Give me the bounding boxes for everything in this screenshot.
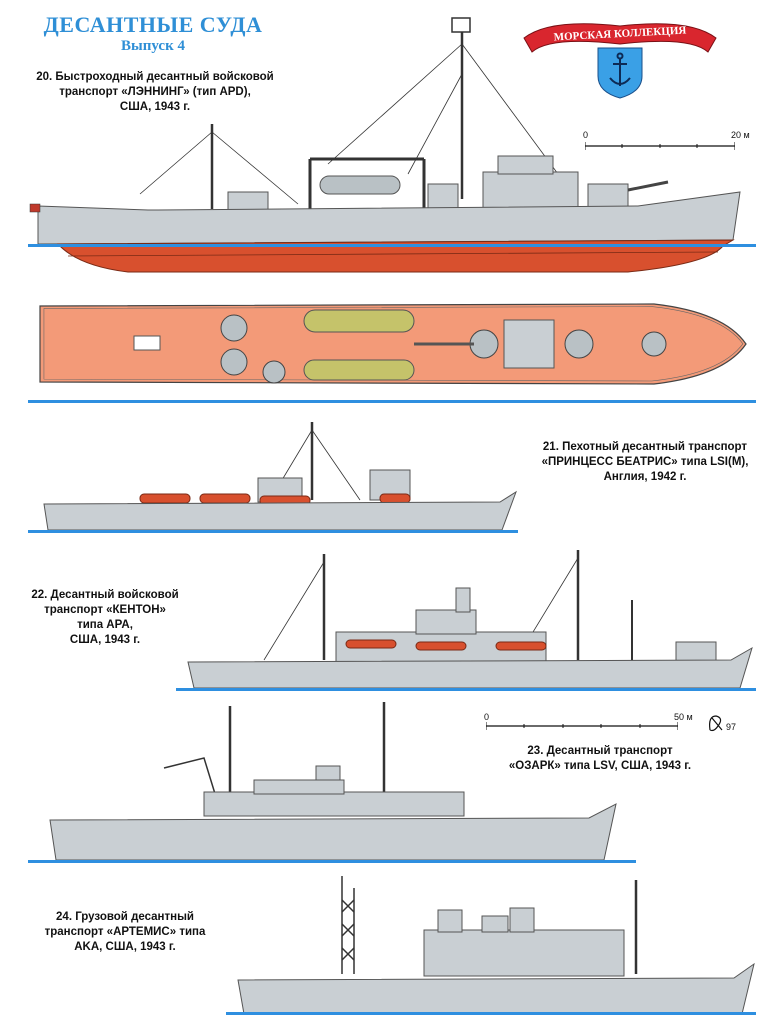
- anchor-shield-icon: [523, 23, 717, 99]
- ship-21-side-view: [40, 420, 520, 532]
- scale-bar-20m: 0 20 м: [583, 130, 750, 150]
- ship-caption-24: 24. Грузовой десантный транспорт «АРТЕМИ…: [44, 911, 206, 953]
- waterline-22: [176, 688, 756, 691]
- waterline-24: [226, 1012, 756, 1015]
- ship-20-deck-plan: [34, 298, 750, 390]
- ship-caption-20: 20. Быстроходный десантный войсковой тра…: [36, 71, 274, 113]
- ship-24-side-view: [234, 870, 758, 1016]
- ship-caption-21: 21. Пехотный десантный транспорт «ПРИНЦЕ…: [541, 441, 749, 483]
- waterline-21: [28, 530, 518, 533]
- ship-caption-23: 23. Десантный транспорт «ОЗАРК» типа LSV…: [508, 745, 692, 772]
- ship-22-side-view: [186, 548, 756, 690]
- waterline-20: [28, 244, 756, 247]
- ship-20-side-view: [28, 14, 744, 276]
- signature-year: 97: [726, 722, 737, 732]
- divider-line: [28, 400, 756, 403]
- ship-caption-22: 22. Десантный войсковой транспорт «КЕНТО…: [31, 589, 179, 646]
- waterline-23: [28, 860, 636, 863]
- issue-number: Выпуск 4: [121, 38, 185, 54]
- signature-mark: [709, 715, 723, 732]
- scale-bar-50m: 0 50 м 97: [484, 712, 737, 732]
- page-title: ДЕСАНТНЫЕ СУДА: [43, 12, 263, 37]
- ship-23-side-view: [44, 700, 624, 862]
- series-logo: МОРСКАЯ КОЛЛЕКЦИЯ: [520, 14, 720, 100]
